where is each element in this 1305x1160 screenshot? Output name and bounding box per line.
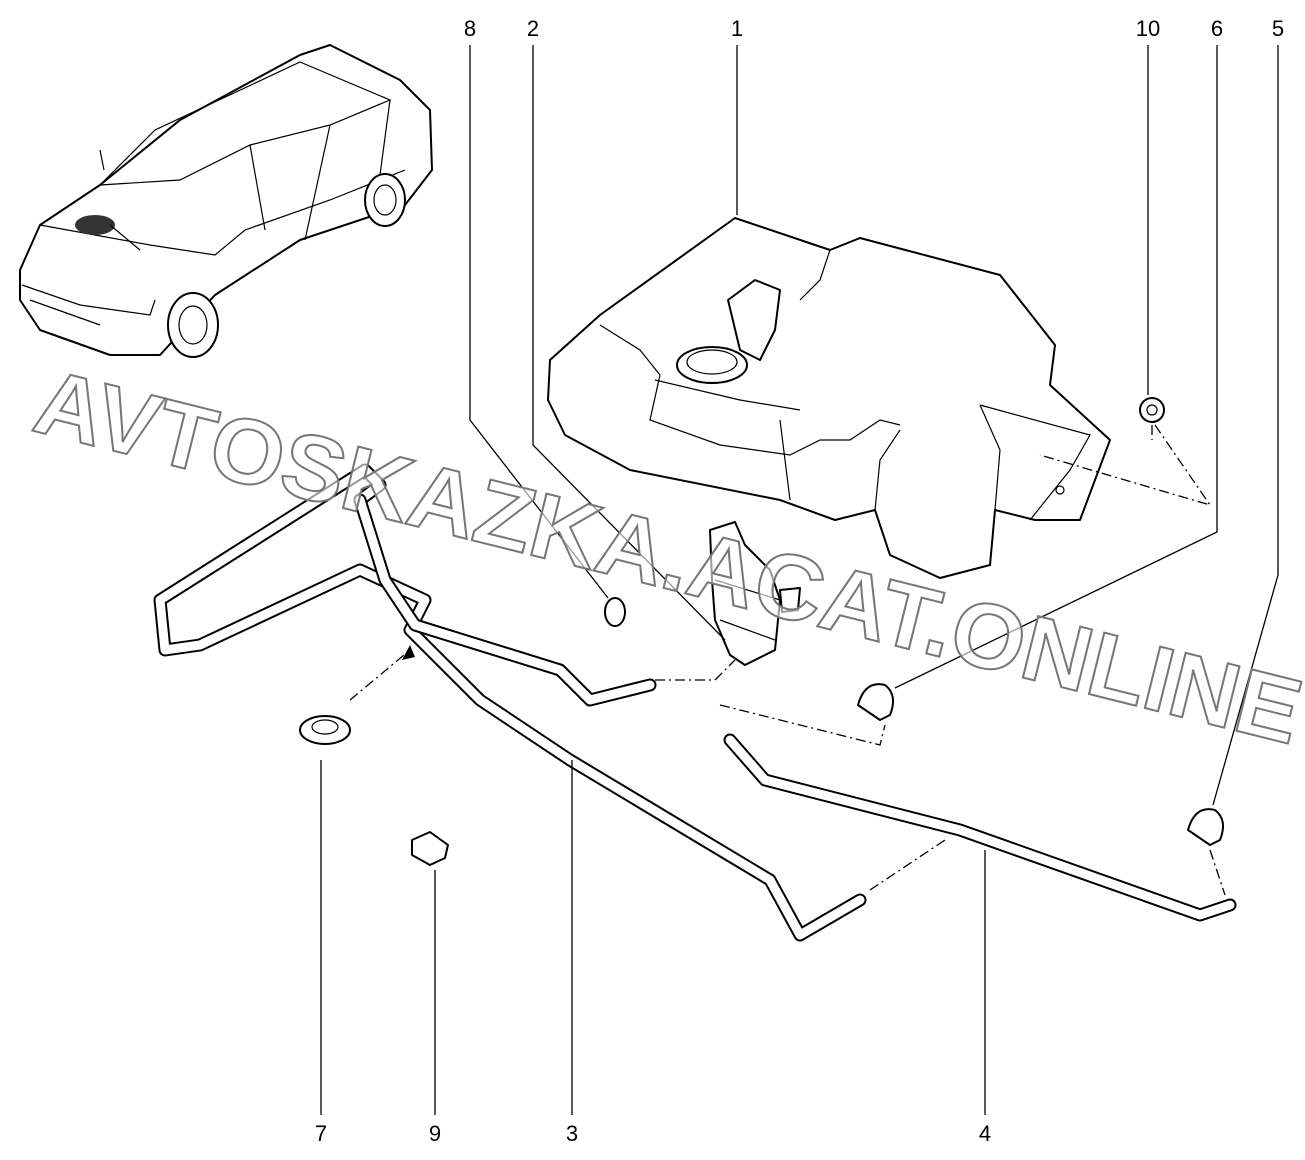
- callout-9: 9: [429, 1121, 441, 1146]
- callout-8: 8: [464, 16, 476, 41]
- plug-10: [1139, 397, 1165, 423]
- callout-4: 4: [979, 1121, 991, 1146]
- washer-nozzle-5: [1187, 808, 1225, 846]
- grommet-8: [604, 597, 626, 627]
- callout-1: 1: [731, 16, 743, 41]
- washer-nozzle-6: [857, 683, 895, 721]
- assembly-line: [349, 649, 411, 701]
- callout-3: 3: [566, 1121, 578, 1146]
- hose-clip-9: [411, 831, 449, 866]
- assembly-line: [1039, 424, 1212, 507]
- leader-lines: [320, 45, 1279, 1115]
- callout-10: 10: [1136, 16, 1160, 41]
- assembly-line: [655, 659, 736, 681]
- washer-pump: [709, 521, 801, 666]
- grommet-7: [299, 715, 351, 745]
- washer-reservoir-tank: [547, 217, 1111, 579]
- washer-hose-4: [723, 733, 1237, 922]
- washer-hose-3: [153, 463, 867, 942]
- callout-6: 6: [1211, 16, 1223, 41]
- assembly-line: [719, 704, 886, 746]
- callout-7: 7: [315, 1121, 327, 1146]
- assembly-line: [869, 839, 1226, 896]
- washer-location-highlight: [75, 215, 115, 235]
- callout-2: 2: [527, 16, 539, 41]
- callout-5: 5: [1272, 16, 1284, 41]
- car-overview-illustration: [19, 44, 433, 358]
